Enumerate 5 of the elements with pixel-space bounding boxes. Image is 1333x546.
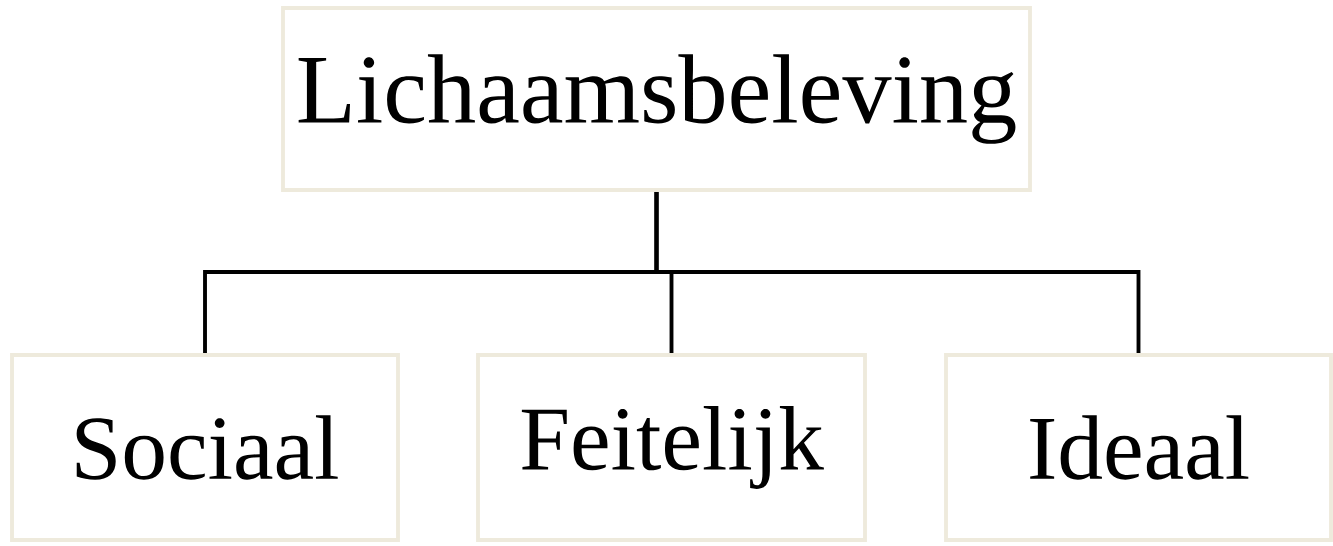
box: Feitelijk — [476, 353, 867, 542]
connector-line — [654, 191, 1141, 354]
box: Ideaal — [944, 353, 1333, 542]
box: Sociaal — [10, 353, 400, 542]
box: Lichaamsbeleving — [281, 6, 1032, 192]
